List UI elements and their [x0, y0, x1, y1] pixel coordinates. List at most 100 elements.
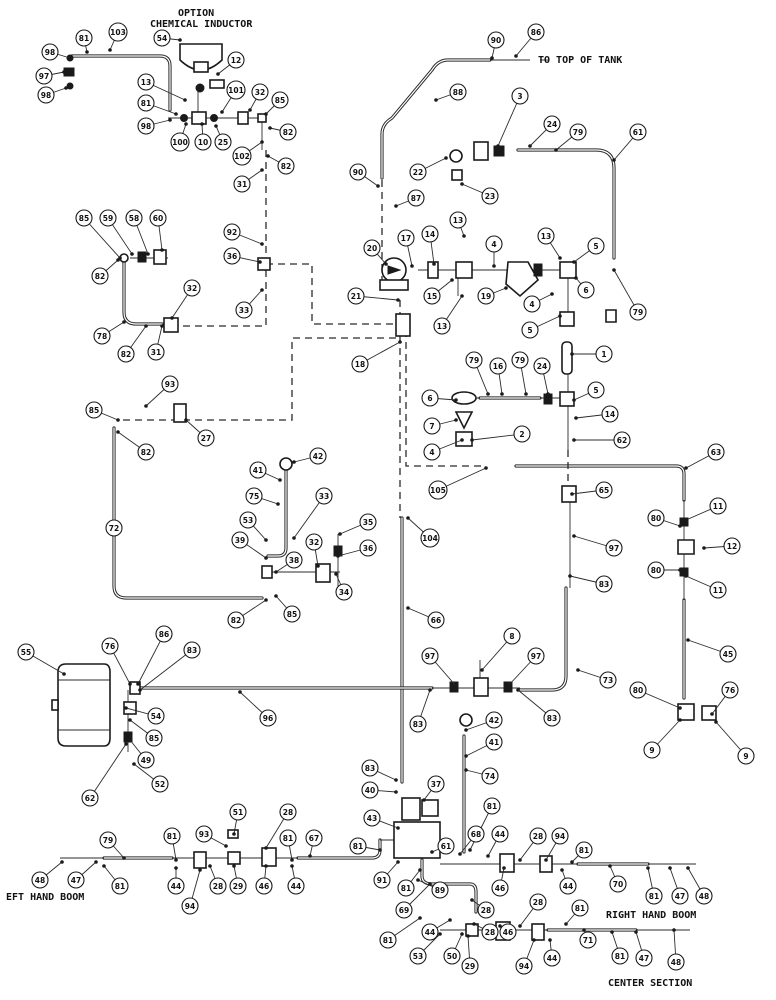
callout-bubble — [305, 829, 323, 847]
callout-98: 98 — [37, 86, 68, 104]
callout-11: 11 — [684, 497, 727, 522]
callout-number: 11 — [713, 502, 723, 511]
callout-85: 85 — [274, 594, 301, 623]
callout-bubble — [629, 681, 647, 699]
callout-43: 43 — [363, 809, 400, 830]
callout-arrow — [85, 50, 89, 54]
callout-number: 82 — [95, 272, 105, 281]
callout-number: 87 — [411, 194, 421, 203]
callout-83: 83 — [409, 688, 432, 733]
callout-14: 14 — [421, 225, 439, 266]
callout-leader — [139, 649, 193, 691]
callout-number: 98 — [141, 122, 151, 131]
callout-arrow — [264, 864, 268, 868]
callout-number: 23 — [485, 192, 495, 201]
callout-arrow — [68, 56, 72, 60]
callout-bubble — [449, 211, 467, 229]
callout-13: 13 — [537, 227, 562, 260]
callout-44: 44 — [287, 864, 305, 895]
callout-2: 2 — [470, 425, 531, 443]
callout-arrow — [454, 398, 458, 402]
callout-number: 28 — [533, 898, 543, 907]
callout-arrow — [570, 352, 574, 356]
callout-number: 16 — [493, 362, 503, 371]
callout-bubble — [647, 561, 665, 579]
callout-91: 91 — [373, 860, 400, 889]
callout-17: 17 — [397, 229, 415, 268]
callout-arrow — [214, 124, 218, 128]
callout-bubble — [409, 163, 427, 181]
callout-number: 90 — [491, 36, 501, 45]
callout-arrow — [496, 144, 500, 148]
callout-bubble — [245, 487, 263, 505]
callout-arrow — [146, 252, 150, 256]
callout-47: 47 — [668, 866, 689, 905]
callout-bubble — [99, 831, 117, 849]
callout-54: 54 — [153, 29, 182, 47]
callout-number: 13 — [141, 78, 151, 87]
callout-102: 102 — [232, 140, 264, 166]
callout-82: 82 — [266, 154, 295, 175]
callout-bubble — [147, 343, 165, 361]
callout-arrow — [260, 140, 264, 144]
callout-arrow — [454, 684, 458, 688]
callout-bubble — [491, 825, 509, 843]
callout-arrow — [160, 324, 164, 328]
callout-bubble — [31, 871, 49, 889]
callout-number: 14 — [425, 230, 435, 239]
callout-arrow — [292, 536, 296, 540]
callout-5: 5 — [521, 314, 562, 339]
callout-arrow — [174, 112, 178, 116]
callout-number: 85 — [149, 734, 159, 743]
callout-bubble — [279, 829, 297, 847]
callout-bubble — [145, 729, 163, 747]
callout-arrow — [334, 572, 338, 576]
callout-arrow — [634, 930, 638, 934]
callout-number: 43 — [367, 814, 377, 823]
strainer-19 — [505, 261, 540, 298]
callout-arrow — [460, 932, 464, 936]
callout-bubble — [611, 947, 629, 965]
callout-arrow — [278, 478, 282, 482]
callout-76: 76 — [101, 637, 132, 686]
callout-29: 29 — [461, 934, 479, 975]
callout-bubble — [67, 871, 85, 889]
callout-41: 41 — [464, 733, 503, 758]
callout-number: 4 — [429, 448, 434, 457]
callout-48: 48 — [31, 860, 64, 889]
callout-number: 42 — [313, 452, 323, 461]
callout-number: 5 — [593, 242, 598, 251]
callout-101: 101 — [220, 80, 246, 114]
callout-arrow — [130, 252, 134, 256]
callout-54: 54 — [124, 706, 165, 725]
callout-12: 12 — [702, 537, 741, 555]
callout-number: 93 — [199, 830, 209, 839]
callout-bubble — [153, 29, 171, 47]
text-labels: OPTION CHEMICAL INDUCTOR TO TOP OF TANK … — [6, 8, 696, 989]
callout-number: 24 — [547, 120, 557, 129]
callout-bubble — [335, 583, 353, 601]
callout-arrow — [124, 742, 128, 746]
callout-4: 4 — [485, 235, 503, 268]
callout-42: 42 — [464, 711, 503, 732]
callout-bubble — [491, 879, 509, 897]
callout-number: 28 — [481, 906, 491, 915]
valve-27 — [173, 403, 187, 423]
callout-arrow — [454, 418, 458, 422]
callout-number: 15 — [427, 292, 437, 301]
callout-bubble — [271, 91, 289, 109]
callout-bubble — [147, 707, 165, 725]
callout-85: 85 — [264, 91, 289, 116]
callout-arrow — [684, 518, 688, 522]
callout-79: 79 — [612, 268, 647, 321]
callout-leader — [497, 95, 521, 147]
callout-number: 66 — [431, 616, 441, 625]
callout-arrow — [62, 70, 66, 74]
callout-number: 48 — [35, 876, 45, 885]
callout-bubble — [359, 513, 377, 531]
callout-bubble — [209, 877, 227, 895]
callout-bubble — [249, 461, 267, 479]
callout-bubble — [605, 539, 623, 557]
callout-65: 65 — [570, 481, 613, 499]
callout-bubble — [629, 123, 647, 141]
